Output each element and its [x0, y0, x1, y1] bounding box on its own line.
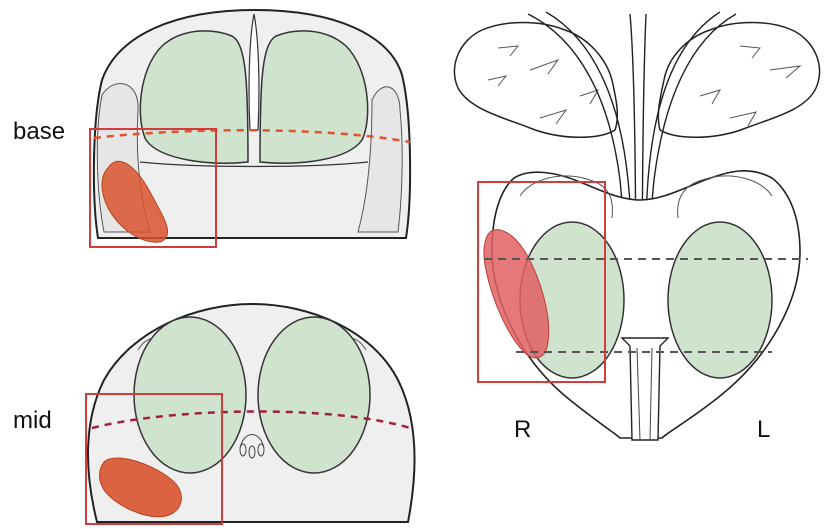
base-level-label: base — [13, 120, 65, 144]
base-axial-section — [90, 10, 410, 247]
mid-axial-section — [86, 304, 415, 524]
coronal-section — [454, 12, 819, 440]
coronal-transition-zone-left-side — [668, 222, 772, 378]
mid-level-label: mid — [13, 409, 52, 433]
mid-transition-zone-right — [258, 317, 370, 473]
seminal-vesicle-left — [454, 23, 617, 138]
right-side-label: R — [514, 418, 531, 442]
left-side-label: L — [757, 418, 770, 442]
seminal-vesicle-right — [658, 23, 819, 138]
